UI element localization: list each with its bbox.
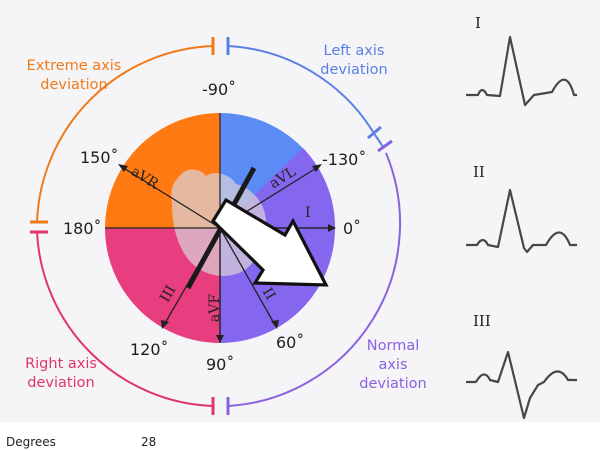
ring-separator-top: [211, 37, 230, 55]
zone-label-extreme-line1: Extreme axis: [26, 58, 122, 74]
degree-label-60: 60˚: [276, 333, 305, 352]
lead-label-I: I: [305, 205, 311, 221]
ring-separator-left: [30, 220, 48, 234]
lead-II-line: [219, 227, 276, 326]
zone-label-normal-line3: deviation: [359, 376, 427, 392]
footer-label: Degrees: [6, 435, 56, 449]
ring-arc-extreme: [36, 45, 214, 223]
zone-label-normal-line2: axis: [378, 357, 408, 373]
lead-aVL-arrowhead: [312, 164, 322, 172]
ecg-trace-lead-I: [466, 35, 577, 107]
lead-I-arrowhead: [328, 224, 336, 232]
zone-label-normal-line1: Normal: [366, 338, 420, 354]
footer-bar: Degrees 28: [0, 422, 600, 451]
ring-arc-right: [36, 231, 214, 407]
ecg-title-lead-II: II: [473, 163, 485, 181]
lead-aVF-arrowhead: [216, 335, 224, 343]
zone-label-right-line1: Right axis: [25, 356, 97, 372]
lead-II-arrowhead: [271, 320, 279, 329]
ring-separator-130: [367, 125, 393, 153]
ring-arc-normal: [227, 152, 401, 407]
lead-aVR-line: [121, 166, 221, 229]
zone-label-right: Right axis deviation: [6, 355, 116, 393]
footer-value: 28: [141, 435, 157, 449]
ecg-trace-lead-II: [466, 188, 577, 254]
cardiac-axis-arrow: [210, 197, 329, 287]
degree-label-90: 90˚: [206, 355, 235, 374]
ring-arc-left: [227, 45, 376, 136]
figure-panel: Extreme axis deviation Left axis deviati…: [6, 14, 577, 420]
degree-label-150: 150˚: [80, 148, 119, 167]
degree-label-neg90: -90˚: [202, 80, 237, 99]
ecg-title-lead-III: III: [473, 312, 491, 330]
zone-label-left-line2: deviation: [320, 62, 388, 78]
zone-label-left: Left axis deviation: [299, 42, 409, 80]
lead-label-aVF: aVF: [207, 293, 224, 323]
zone-label-extreme: Extreme axis deviation: [10, 57, 138, 95]
zone-label-left-line1: Left axis: [323, 43, 385, 59]
degree-label-120: 120˚: [130, 340, 169, 359]
ecg-trace-lead-III: [466, 350, 577, 420]
ring-separator-bottom: [211, 397, 230, 415]
lead-aVR-arrowhead: [118, 164, 128, 172]
degree-label-zero: 0˚: [343, 219, 362, 238]
degree-label-180: 180˚: [63, 219, 102, 238]
lead-III-arrowhead: [161, 320, 169, 329]
ecg-title-lead-I: I: [475, 14, 481, 32]
zone-label-extreme-line2: deviation: [40, 77, 108, 93]
zone-label-right-line2: deviation: [27, 375, 95, 391]
zone-label-normal: Normal axis deviation: [340, 337, 446, 394]
ring-arc-left-2: [374, 134, 384, 148]
axis-diagram: [30, 35, 577, 420]
degree-label-neg130: -130˚: [322, 150, 367, 169]
